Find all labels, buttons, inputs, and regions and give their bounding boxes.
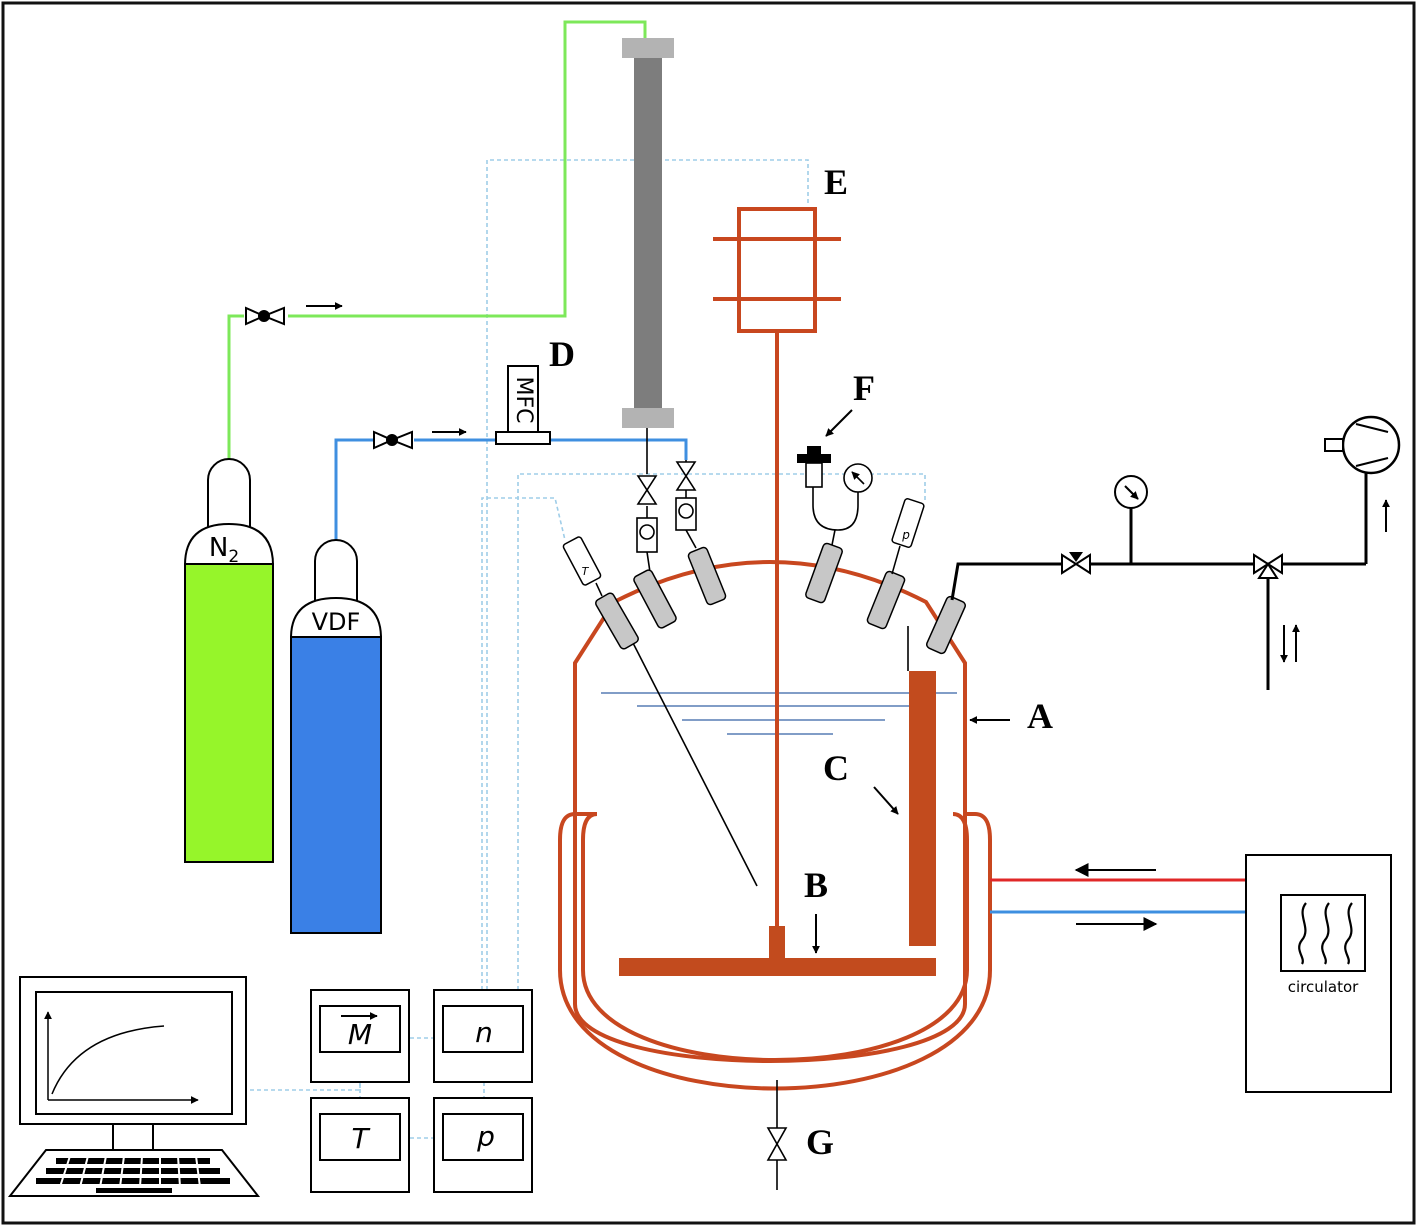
drain-line xyxy=(766,1080,788,1190)
heating-coils-icon xyxy=(1298,902,1353,965)
temperature-readout: T xyxy=(351,1122,370,1155)
keyboard-icon xyxy=(7,1149,261,1197)
thermocouple xyxy=(631,640,758,887)
valve-icon xyxy=(245,306,285,326)
valve-icon xyxy=(636,461,697,505)
three-way-valve-icon xyxy=(1253,553,1283,579)
p-sensor-label: p xyxy=(901,528,910,542)
label-b: B xyxy=(804,865,828,905)
condenser-feed-line xyxy=(646,428,697,573)
speed-panel: n xyxy=(433,989,533,1083)
vacuum-pump-icon xyxy=(1324,415,1401,475)
vdf-cylinder: VDF xyxy=(289,539,383,934)
pressure-sensor: p xyxy=(891,498,925,575)
valve-icon xyxy=(373,430,413,450)
n2-cylinder: N2 xyxy=(183,458,275,863)
mfc-label: MFC xyxy=(511,377,536,424)
n2-gas-line xyxy=(227,20,647,466)
lid-ports xyxy=(595,542,966,655)
mass-flow-controller: MFC xyxy=(495,365,551,445)
safety-valve-assembly xyxy=(797,446,859,546)
valve-icon xyxy=(766,1127,788,1161)
circulator-label: circulator xyxy=(1288,978,1359,996)
torque-panel: M xyxy=(310,989,410,1083)
label-g: G xyxy=(806,1122,834,1162)
label-e: E xyxy=(824,162,848,202)
pressure-gauge-icon xyxy=(843,463,873,493)
temperature-panel: T xyxy=(310,1097,410,1193)
n2-label-sub: 2 xyxy=(228,547,239,567)
label-a: A xyxy=(1027,696,1053,736)
torque-readout: M xyxy=(348,1018,372,1051)
n2-label: N2 xyxy=(209,533,239,567)
pressure-panel: p xyxy=(433,1097,533,1193)
label-d: D xyxy=(549,334,575,374)
pressure-gauge-icon xyxy=(1114,475,1148,509)
valve-icon xyxy=(1061,552,1091,575)
label-f: F xyxy=(853,368,875,408)
t-sensor-label: T xyxy=(582,565,590,578)
reactor-vessel xyxy=(558,560,992,1091)
pressure-readout: p xyxy=(476,1120,495,1153)
arrow-icon xyxy=(825,409,853,437)
vdf-label: VDF xyxy=(312,608,361,636)
check-valve-icon xyxy=(636,497,697,553)
baffle xyxy=(909,671,936,946)
label-c: C xyxy=(823,748,849,788)
computer-icon xyxy=(19,976,247,1151)
arrow-icon xyxy=(873,786,899,815)
impeller xyxy=(619,926,936,976)
temperature-sensor: T xyxy=(562,536,603,597)
reflux-condenser xyxy=(622,38,674,428)
vdf-gas-line xyxy=(334,438,688,541)
speed-readout: n xyxy=(475,1016,493,1049)
vacuum-line xyxy=(950,470,1368,690)
circulator: circulator xyxy=(1245,854,1392,1093)
stirrer-motor xyxy=(713,207,841,333)
cooling-lines xyxy=(990,878,1246,914)
n2-label-main: N xyxy=(209,533,228,563)
